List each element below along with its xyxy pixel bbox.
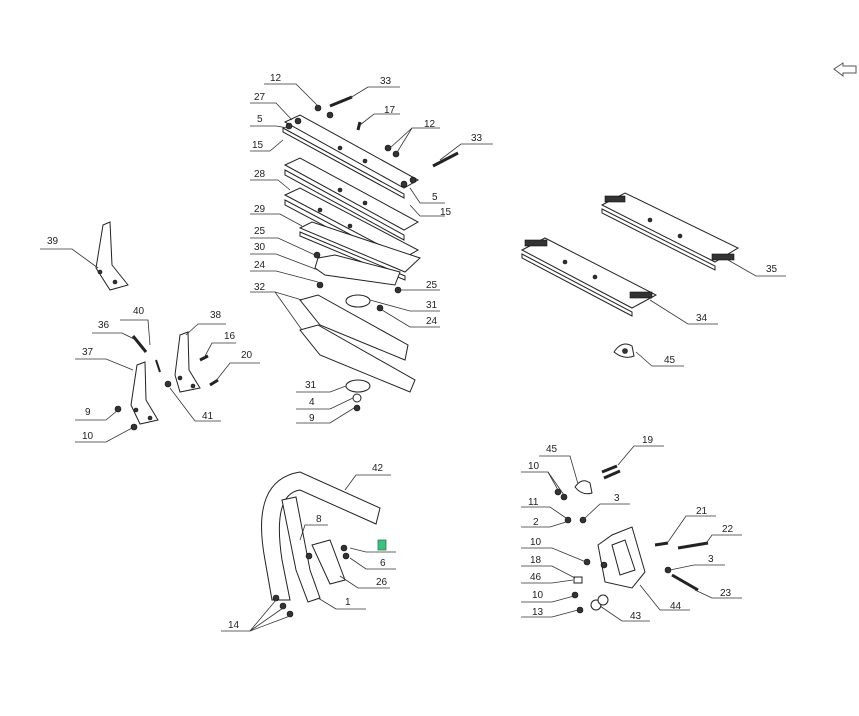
back-arrow-icon[interactable] [833,62,857,78]
callout-11: 11 [528,497,539,508]
callout-5: 5 [257,114,263,125]
callout-10: 10 [532,590,544,601]
callout-45: 45 [546,444,558,455]
plate-assembly-top [282,114,421,412]
callout-33: 33 [471,133,483,144]
callout-39: 39 [47,236,59,247]
callout-4: 4 [309,397,315,408]
callout-40: 40 [133,306,145,317]
bracket-39 [95,221,129,291]
callout-37: 37 [82,347,94,358]
callout-31: 31 [426,300,438,311]
callout-45: 45 [664,355,676,366]
callout-20: 20 [241,350,253,361]
bolts-top [313,95,459,312]
callout-15: 15 [252,140,264,151]
clamp-part-45 [613,343,635,358]
callout-22: 22 [722,524,734,535]
callout-35: 35 [766,264,778,275]
callout-24: 24 [426,316,438,327]
callout-27: 27 [254,92,266,103]
callout-6: 6 [380,558,386,569]
callout-44: 44 [670,601,682,612]
callout-29: 29 [254,204,266,215]
callout-38: 38 [210,310,222,321]
callout-33: 33 [380,76,392,87]
callout-16: 16 [224,331,236,342]
leader-lines [40,83,786,632]
callout-36: 36 [98,320,110,331]
callout-12: 12 [424,119,436,130]
mount-bracket-44 [597,526,709,592]
callout-30: 30 [254,242,266,253]
callout-34: 34 [696,313,708,324]
callout-15: 15 [440,207,452,218]
callout-1: 1 [345,597,351,608]
callout-13: 13 [532,607,544,618]
small-hardware-right [554,464,621,614]
callout-8: 8 [316,514,322,525]
callout-12: 12 [270,73,282,84]
callout-10: 10 [528,461,540,472]
callout-3: 3 [708,554,714,565]
callout-10: 10 [530,537,542,548]
callout-41: 41 [202,411,214,422]
callout-labels: 12 33 27 17 5 12 33 15 28 5 15 29 25 30 … [47,73,778,631]
highlight-marker [377,539,387,551]
callout-21: 21 [696,506,708,517]
callout-24: 24 [254,260,266,271]
callout-46: 46 [530,572,542,583]
shank-assembly [261,471,387,618]
callout-32: 32 [254,282,266,293]
callout-42: 42 [372,463,384,474]
callout-9: 9 [309,413,315,424]
callout-28: 28 [254,169,266,180]
callout-3: 3 [614,493,620,504]
callout-2: 2 [533,517,539,528]
callout-9: 9 [85,407,91,418]
bracket-38 [174,331,201,393]
callout-5: 5 [432,192,438,203]
callout-31: 31 [305,380,317,391]
callout-18: 18 [530,555,542,566]
callout-17: 17 [384,105,396,116]
callout-26: 26 [376,577,388,588]
callout-43: 43 [630,611,642,622]
callout-25: 25 [426,280,438,291]
callout-14: 14 [228,620,240,631]
callout-25: 25 [254,226,266,237]
callout-23: 23 [720,588,732,599]
callout-19: 19 [642,435,654,446]
bracket-37 [130,361,159,425]
callout-10: 10 [82,431,94,442]
spring-bars-right [520,192,740,317]
